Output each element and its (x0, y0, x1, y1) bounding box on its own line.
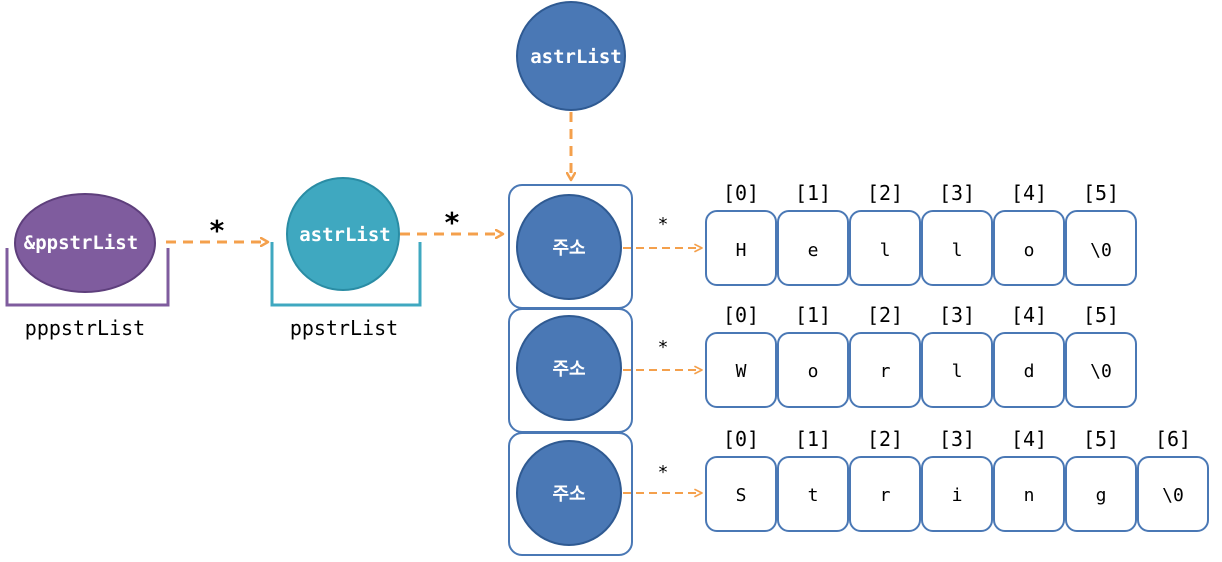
array-char: \0 (1162, 485, 1184, 506)
array-cell (849, 332, 921, 408)
array-char: i (952, 485, 963, 506)
array-index: [4] (1011, 427, 1047, 451)
deref-arrow-2: * (400, 206, 503, 239)
array-cell (1065, 456, 1137, 532)
array-cell (993, 456, 1065, 532)
string-array-hello: [0] [1] [2] [3] [4] [5] H e l l o \0 (705, 181, 1137, 286)
pppstrlist-node-label: &ppstrList (24, 232, 138, 254)
array-index: [6] (1155, 427, 1191, 451)
array-index: [1] (795, 427, 831, 451)
address-circle (516, 440, 622, 546)
address-deref: * (659, 337, 668, 358)
array-char: d (1024, 361, 1035, 382)
array-cell (705, 332, 777, 408)
address-slot-2: 주소 * (508, 308, 703, 433)
array-cell (849, 456, 921, 532)
array-char: W (736, 361, 747, 382)
array-char: \0 (1090, 240, 1112, 261)
pppstrlist-caption: pppstrList (25, 316, 145, 340)
array-char: n (1024, 485, 1035, 506)
array-index: [1] (795, 181, 831, 205)
array-char: \0 (1090, 361, 1112, 382)
array-char: o (808, 361, 819, 382)
array-char: S (736, 485, 747, 506)
astrlist-group: astrList (516, 1, 626, 180)
array-index: [3] (939, 181, 975, 205)
array-index: [5] (1083, 181, 1119, 205)
array-char: e (808, 240, 819, 261)
array-char: r (880, 361, 891, 382)
address-label: 주소 (552, 484, 585, 505)
string-array-string: [0] [1] [2] [3] [4] [5] [6] S t r i n g … (705, 427, 1209, 532)
ppstrlist-group: astrList ppstrList (270, 177, 422, 340)
array-index: [0] (723, 427, 759, 451)
address-label: 주소 (552, 238, 585, 259)
array-cell (777, 332, 849, 408)
pppstrlist-group: &ppstrList pppstrList (5, 193, 170, 340)
array-index: [4] (1011, 303, 1047, 327)
array-cell (777, 456, 849, 532)
array-index: [0] (723, 181, 759, 205)
deref-star-1: * (210, 214, 225, 247)
array-cell (1065, 332, 1137, 408)
array-cell (921, 456, 993, 532)
address-deref: * (659, 214, 668, 235)
array-index: [3] (939, 303, 975, 327)
array-cell (705, 456, 777, 532)
address-circle (516, 315, 622, 421)
array-char: g (1096, 485, 1107, 506)
string-array-world: [0] [1] [2] [3] [4] [5] W o r l d \0 (705, 303, 1137, 408)
ppstrlist-node (286, 177, 400, 291)
ppstrlist-bracket (270, 242, 422, 307)
address-slot-3: 주소 * (508, 432, 703, 556)
address-deref: * (659, 462, 668, 483)
array-char: l (952, 361, 963, 382)
array-index: [4] (1011, 181, 1047, 205)
array-cell (993, 210, 1065, 286)
array-cell (921, 210, 993, 286)
array-cell (1137, 456, 1209, 532)
address-label: 주소 (552, 359, 585, 380)
ppstrlist-caption: ppstrList (290, 316, 398, 340)
array-char: H (736, 240, 747, 261)
array-char: l (880, 240, 891, 261)
array-cell (1065, 210, 1137, 286)
array-cell (993, 332, 1065, 408)
array-index: [5] (1083, 427, 1119, 451)
array-cell (849, 210, 921, 286)
array-index: [2] (867, 303, 903, 327)
array-index: [3] (939, 427, 975, 451)
array-cell (921, 332, 993, 408)
array-index: [5] (1083, 303, 1119, 327)
pppstrlist-bracket (5, 248, 170, 307)
deref-star-2: * (445, 206, 460, 239)
address-slot-1: 주소 * (508, 184, 703, 309)
array-index: [0] (723, 303, 759, 327)
deref-arrow-1: * (166, 214, 268, 247)
pppstrlist-node (14, 193, 156, 293)
array-cell (777, 210, 849, 286)
array-char: l (952, 240, 963, 261)
astrlist-node (516, 1, 626, 111)
array-index: [2] (867, 181, 903, 205)
array-char: o (1024, 240, 1035, 261)
ppstrlist-node-label: astrList (299, 224, 391, 246)
array-char: r (880, 485, 891, 506)
array-cell (705, 210, 777, 286)
array-index: [2] (867, 427, 903, 451)
array-char: t (808, 485, 819, 506)
address-circle (516, 194, 622, 300)
array-index: [1] (795, 303, 831, 327)
astrlist-node-label: astrList (530, 46, 622, 68)
